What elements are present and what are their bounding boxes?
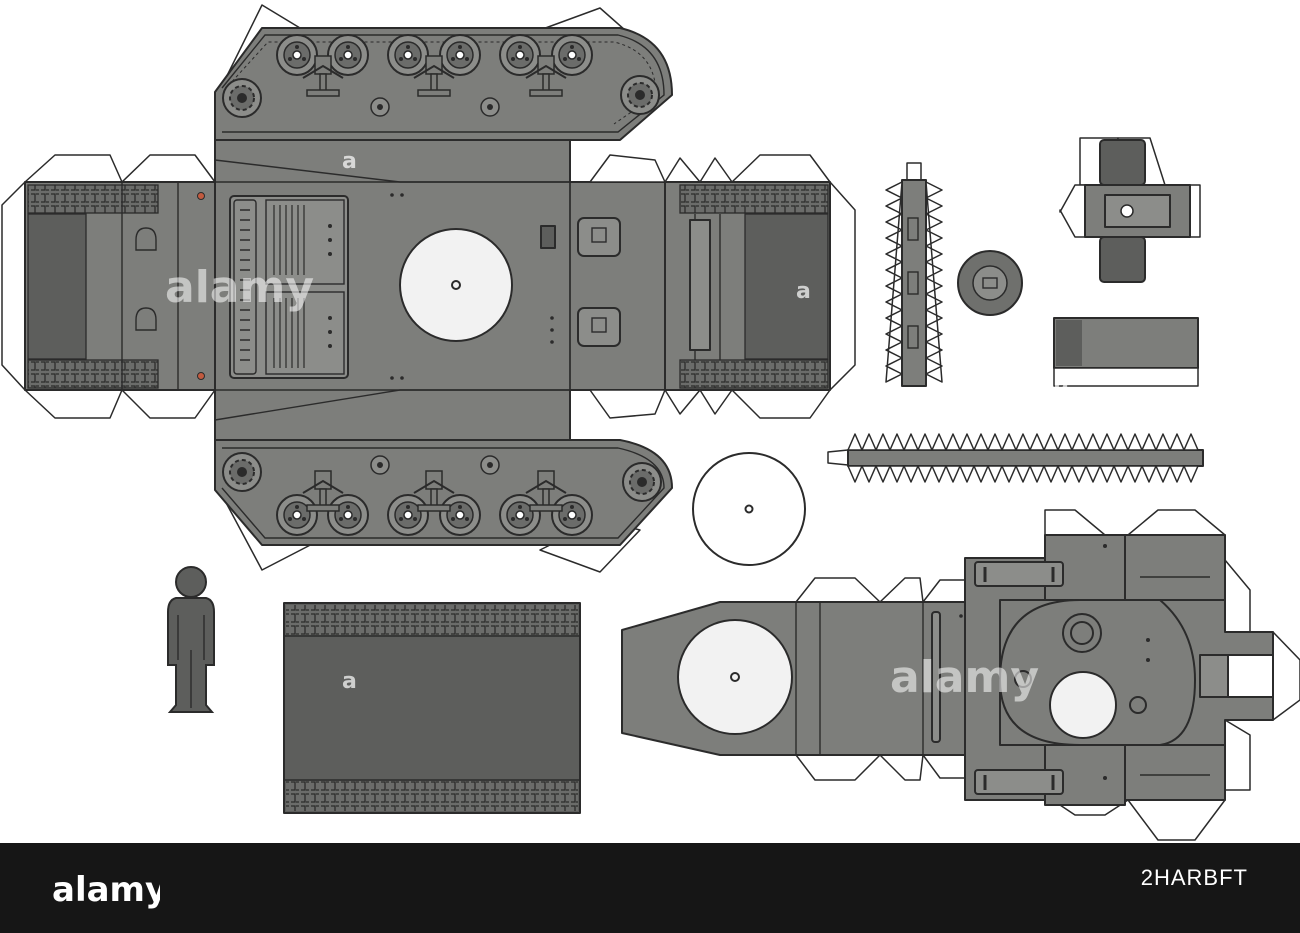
turret-ring-hole — [399, 228, 513, 342]
hull-net — [1, 4, 856, 573]
glue-tab — [664, 157, 701, 183]
glue-tab — [664, 389, 701, 415]
turret-base-disc — [692, 452, 806, 566]
engine-deck — [229, 195, 349, 379]
paper-model-drawing: alamy alamy alamy a a a a — [1, 4, 1300, 841]
watermark-text: alamy — [596, 419, 671, 444]
alamy-logo: alamy — [52, 870, 160, 910]
spiked-strip-vertical — [885, 162, 943, 387]
watermark-letter: a — [796, 279, 811, 304]
scale-figure — [167, 566, 215, 713]
glue-tab — [589, 389, 666, 419]
front-lamp-strip — [689, 219, 711, 351]
glue-tab — [731, 389, 831, 419]
glue-tab — [1, 181, 26, 391]
glue-tab — [699, 157, 733, 183]
glue-tab — [731, 154, 831, 183]
watermark-letter: a — [342, 669, 357, 694]
cupola-net — [1059, 137, 1201, 283]
paper-model-sheet: alamy alamy alamy a a a a — [1, 4, 1300, 841]
image-id: 2HARBFT — [1140, 865, 1248, 890]
glue-tab — [121, 154, 216, 183]
storage-box — [1053, 317, 1199, 387]
watermarks: alamy alamy alamy a a a a — [165, 149, 1069, 703]
stock-footer: alamy 2HARBFT — [0, 843, 1300, 933]
glue-tab — [589, 154, 666, 183]
driver-hatch — [577, 217, 621, 257]
glue-tab — [121, 389, 216, 419]
vision-slit — [540, 225, 556, 249]
road-wheels-upper — [222, 34, 660, 118]
watermark-letter: a — [1054, 371, 1069, 396]
watermark-text: alamy — [890, 652, 1039, 703]
turret-net — [621, 509, 1300, 841]
track-belt — [283, 602, 581, 814]
glue-tab — [24, 389, 123, 419]
spiked-strip-horizontal — [827, 433, 1204, 483]
watermark-text: alamy — [165, 262, 314, 313]
glue-tab — [829, 181, 856, 391]
watermark-letter: a — [342, 149, 357, 174]
road-wheels-lower — [222, 452, 662, 536]
round-hatch — [957, 250, 1023, 316]
glue-tab — [24, 154, 123, 183]
alamy-logo-text: alamy — [52, 870, 160, 910]
gunner-hatch — [577, 307, 621, 347]
glue-tab — [699, 389, 733, 415]
